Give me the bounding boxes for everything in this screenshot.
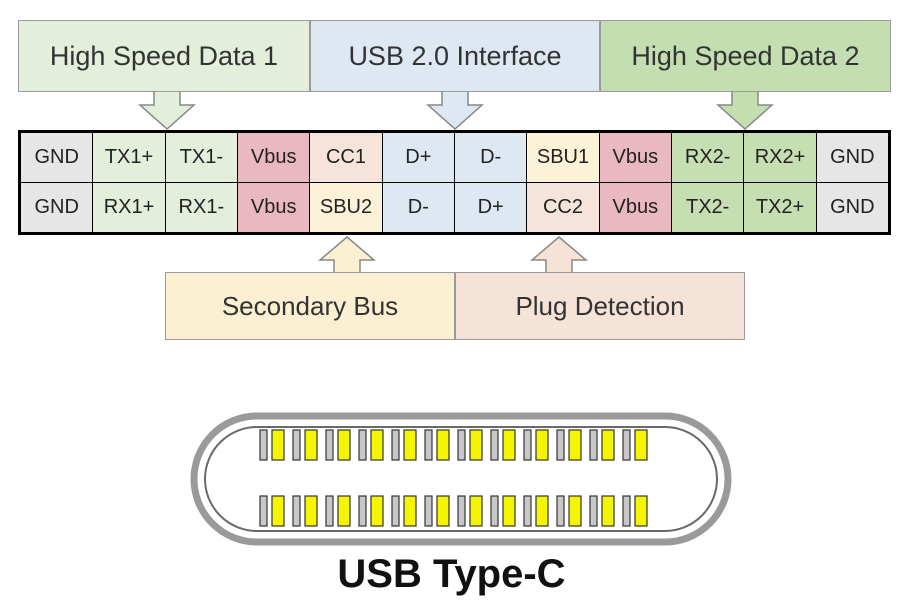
down-arrow-icon — [138, 91, 196, 131]
pinout-table: GND TX1+ TX1- Vbus CC1 D+ D- SBU1 Vbus R… — [18, 130, 891, 235]
contact-pin-gray — [556, 429, 565, 461]
contact-pin-gray — [589, 495, 598, 527]
contact-pin-gray — [358, 429, 367, 461]
pin-a9: Vbus — [599, 133, 671, 182]
pin-a4: Vbus — [238, 133, 310, 182]
contact-pin-gray — [325, 495, 334, 527]
bottom-contact-row — [259, 495, 648, 527]
pin-a6: D+ — [382, 133, 454, 182]
pin-b10: RX1- — [165, 183, 237, 232]
pin-b7: D- — [382, 183, 454, 232]
contact-pin-yellow — [535, 429, 549, 461]
pin-a5: CC1 — [310, 133, 382, 182]
receptacle-inner-outline — [204, 426, 718, 532]
pin-b1: GND — [816, 183, 888, 232]
contact-pin-gray — [259, 429, 268, 461]
pin-a1: GND — [21, 133, 93, 182]
down-arrow-icon — [716, 91, 774, 131]
contact-pin-gray — [358, 495, 367, 527]
pin-a11: RX2+ — [744, 133, 816, 182]
contact-pin-yellow — [601, 429, 615, 461]
usb2-interface-label: USB 2.0 Interface — [310, 20, 600, 92]
contact-pin-gray — [622, 429, 631, 461]
up-arrow-icon — [318, 236, 376, 274]
contact-pin-yellow — [568, 429, 582, 461]
pin-b6: D+ — [455, 183, 527, 232]
contact-pin-yellow — [601, 495, 615, 527]
contact-pin-yellow — [403, 495, 417, 527]
pin-b9: Vbus — [238, 183, 310, 232]
contact-pin-yellow — [436, 429, 450, 461]
contact-pin-yellow — [271, 429, 285, 461]
contact-pin-gray — [424, 429, 433, 461]
contact-pin-gray — [523, 495, 532, 527]
contact-pin-gray — [490, 429, 499, 461]
contact-pin-yellow — [469, 495, 483, 527]
contact-pin-yellow — [271, 495, 285, 527]
pin-b12: GND — [21, 183, 93, 232]
contact-pin-yellow — [304, 429, 318, 461]
contact-pin-yellow — [535, 495, 549, 527]
plug-detection-label: Plug Detection — [455, 272, 745, 340]
contact-pin-yellow — [502, 495, 516, 527]
contact-pin-gray — [391, 495, 400, 527]
down-arrow-icon — [426, 91, 484, 131]
pin-a7: D- — [455, 133, 527, 182]
contact-pin-gray — [391, 429, 400, 461]
contact-pin-yellow — [469, 429, 483, 461]
contact-pin-gray — [424, 495, 433, 527]
contact-pin-yellow — [337, 495, 351, 527]
contact-pin-yellow — [502, 429, 516, 461]
contact-pin-gray — [259, 495, 268, 527]
contact-pin-gray — [292, 495, 301, 527]
pin-b4: Vbus — [599, 183, 671, 232]
contact-pin-gray — [457, 429, 466, 461]
contact-pin-yellow — [634, 495, 648, 527]
pin-a10: RX2- — [672, 133, 744, 182]
contact-pin-yellow — [370, 429, 384, 461]
pin-b3: TX2- — [672, 183, 744, 232]
contact-pin-gray — [325, 429, 334, 461]
up-arrow-icon — [530, 236, 588, 274]
pin-b5: CC2 — [527, 183, 599, 232]
contact-pin-gray — [589, 429, 598, 461]
contact-pin-yellow — [634, 429, 648, 461]
pin-b11: RX1+ — [93, 183, 165, 232]
contact-pin-yellow — [436, 495, 450, 527]
contact-pin-yellow — [337, 429, 351, 461]
pin-b2: TX2+ — [744, 183, 816, 232]
contact-pin-gray — [523, 429, 532, 461]
diagram-caption: USB Type-C — [337, 552, 566, 596]
high-speed-data-2-label: High Speed Data 2 — [600, 20, 891, 92]
pin-a2: TX1+ — [93, 133, 165, 182]
top-contact-row — [259, 429, 648, 461]
contact-pin-yellow — [304, 495, 318, 527]
pin-a12: GND — [816, 133, 888, 182]
contact-pin-gray — [556, 495, 565, 527]
contact-pin-gray — [622, 495, 631, 527]
contact-pin-gray — [490, 495, 499, 527]
contact-pin-yellow — [403, 429, 417, 461]
contact-pin-gray — [457, 495, 466, 527]
contact-pin-yellow — [568, 495, 582, 527]
high-speed-data-1-label: High Speed Data 1 — [18, 20, 310, 92]
pin-a8: SBU1 — [527, 133, 599, 182]
pin-a3: TX1- — [165, 133, 237, 182]
contact-pin-gray — [292, 429, 301, 461]
pin-b8: SBU2 — [310, 183, 382, 232]
secondary-bus-label: Secondary Bus — [165, 272, 455, 340]
usb-c-receptacle — [190, 412, 732, 546]
contact-pin-yellow — [370, 495, 384, 527]
